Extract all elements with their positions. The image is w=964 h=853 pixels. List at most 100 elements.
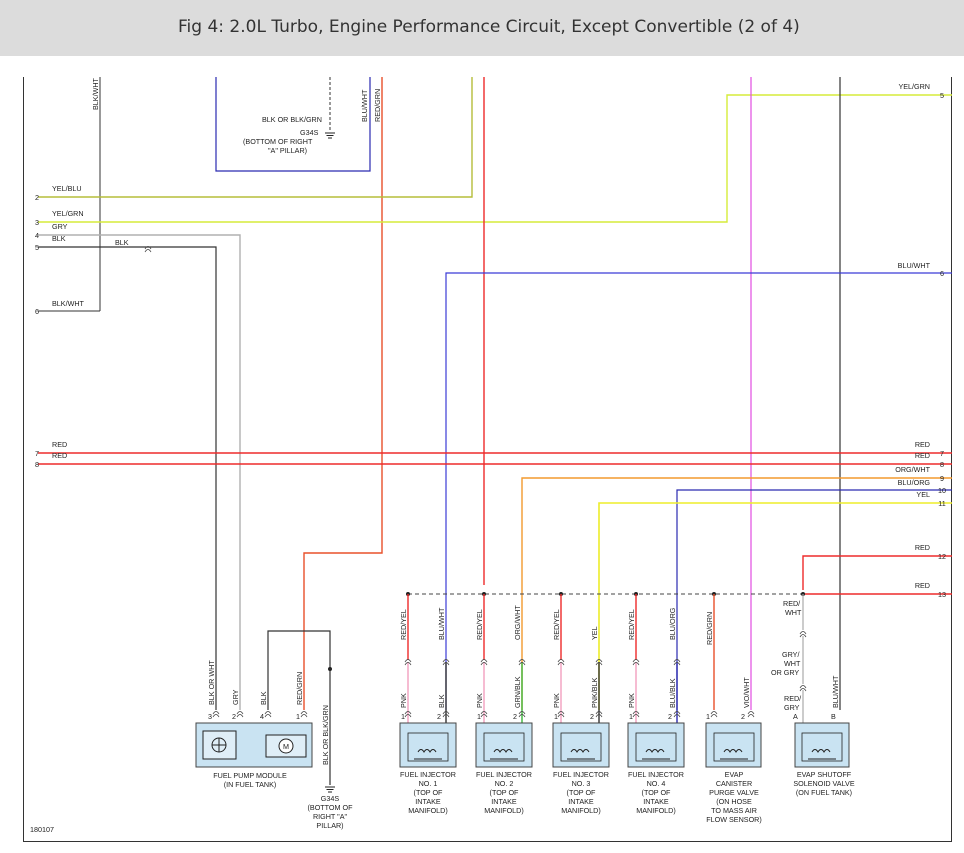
injector-connector-icon [404, 659, 412, 666]
injector-coil-icon [490, 749, 518, 760]
injector-coil-icon [642, 749, 670, 760]
injector-connector-icon [595, 711, 603, 718]
left-pin-number: 8 [35, 460, 39, 469]
canister-label: TO MASS AIR [711, 806, 757, 815]
injector-connector-icon [632, 659, 640, 666]
wire-yel-blu [38, 77, 473, 198]
label-blu-wht-top: BLU/WHT [360, 89, 369, 122]
injector-lower-label: BLK [437, 694, 446, 708]
injector-connector-icon [557, 711, 565, 718]
canister-wire-label: VIO/WHT [742, 677, 751, 708]
injector-pin-number: 2 [590, 712, 594, 721]
injector-label: FUEL INJECTOR [553, 770, 609, 779]
pump-connector-icon [264, 711, 272, 718]
pump-motor-icon [278, 738, 294, 754]
left-pin-number: 3 [35, 218, 39, 227]
injector-connector-icon [557, 659, 565, 666]
pump-wire-label: BLK OR WHT [207, 660, 216, 705]
ground-bottom-label: PILLAR) [316, 821, 343, 830]
pump-label-line1: FUEL PUMP MODULE [213, 771, 287, 780]
injector-connector-icon [518, 659, 526, 666]
right-pin-wire: BLU/ORG [898, 478, 931, 487]
wire-blu-wht-inj1 [445, 272, 952, 710]
injector-label: NO. 1 [419, 779, 438, 788]
title-bar: Fig 4: 2.0L Turbo, Engine Performance Ci… [0, 0, 964, 56]
pump-connector-icon [236, 711, 244, 718]
pump-connector-icon [212, 711, 220, 718]
canister-label: EVAP [725, 770, 744, 779]
ground-bottom-label: (BOTTOM OF [308, 803, 354, 812]
shutoff-label: GRY/ [782, 650, 799, 659]
canister-pin-number: 1 [706, 712, 710, 721]
right-pin-wire: RED [915, 581, 930, 590]
injector-label: INTAKE [415, 797, 441, 806]
right-pin-wire: ORG/WHT [895, 465, 930, 474]
injector-upper-label: YEL [590, 626, 599, 640]
left-pin-wire: BLK/WHT [52, 299, 85, 308]
pump-pin-number: 2 [232, 712, 236, 721]
wire-gry [38, 234, 241, 710]
injector-label: NO. 2 [495, 779, 514, 788]
left-pin-wire: BLK [52, 234, 66, 243]
wire-yel-grn [38, 94, 952, 223]
ground-top-line2: "A" PILLAR) [268, 146, 307, 155]
right-pin-wire: RED [915, 451, 930, 460]
injector-coil-icon [414, 749, 442, 760]
wire-org-wht [521, 477, 952, 710]
diagram-frame [23, 77, 952, 842]
injector-label: MANIFOLD) [636, 806, 676, 815]
injector-lower-label: GRN/BLK [513, 676, 522, 708]
injector-pin-number: 1 [477, 712, 481, 721]
injector-lower-label: PNK [627, 693, 636, 708]
injector-pin-number: 1 [401, 712, 405, 721]
injector-label: NO. 4 [647, 779, 666, 788]
canister-coil-icon [720, 749, 748, 760]
injector-label: MANIFOLD) [408, 806, 448, 815]
fuel-injector-box [475, 722, 533, 768]
injector-label: (TOP OF [490, 788, 519, 797]
right-pin-number: 10 [938, 486, 946, 495]
right-pin-wire: YEL [916, 490, 930, 499]
injector-upper-label: BLU/ORG [668, 607, 677, 640]
right-pin-number: 11 [938, 499, 945, 508]
injector-label: NO. 3 [572, 779, 591, 788]
injector-coil-icon [567, 749, 595, 760]
left-pin-number: 4 [35, 231, 39, 240]
injector-label: (TOP OF [414, 788, 443, 797]
shutoff-label: WHT [784, 659, 801, 668]
injector-connector-icon [632, 711, 640, 718]
ground-bottom-icon [325, 786, 335, 793]
injector-lower-label: PNK [475, 693, 484, 708]
fuel-injector-box [552, 722, 610, 768]
wire-blk [38, 246, 217, 710]
canister-connector-icon [747, 711, 755, 718]
canister-pin-number: 2 [741, 712, 745, 721]
injector-pin-number: 1 [554, 712, 558, 721]
injector-coil-frame [483, 732, 525, 762]
injector-lower-label: PNK/BLK [590, 677, 599, 708]
injector-coil-frame [407, 732, 449, 762]
canister-connector-icon [710, 711, 718, 718]
injector-pin-number: 2 [437, 712, 441, 721]
label-red-grn-top: RED/GRN [373, 89, 382, 122]
ground-top-line1: (BOTTOM OF RIGHT [243, 137, 313, 146]
shutoff-coil-icon [808, 749, 836, 760]
injector-coil-frame [560, 732, 602, 762]
injector-label: FUEL INJECTOR [476, 770, 532, 779]
injector-label: INTAKE [643, 797, 669, 806]
pump-ground-wire-label: BLK OR BLK/GRN [321, 705, 330, 765]
pump-wire-label: RED/GRN [295, 672, 304, 705]
pump-pin-number: 4 [260, 712, 264, 721]
canister-label: CANISTER [716, 779, 752, 788]
canister-label: PURGE VALVE [709, 788, 759, 797]
injector-pin-number: 2 [668, 712, 672, 721]
ground-bottom-label: G34S [321, 794, 340, 803]
right-pin-number: 5 [940, 91, 944, 100]
evap-canister-box [705, 722, 762, 768]
injector-upper-label: BLU/WHT [437, 607, 446, 640]
shutoff-pin-letter: B [831, 712, 836, 721]
shutoff-box-label: SOLENOID VALVE [793, 779, 854, 788]
shutoff-connector-icon [799, 631, 807, 638]
shutoff-pin-letter: A [793, 712, 798, 721]
inline-connector-icon [144, 246, 152, 253]
